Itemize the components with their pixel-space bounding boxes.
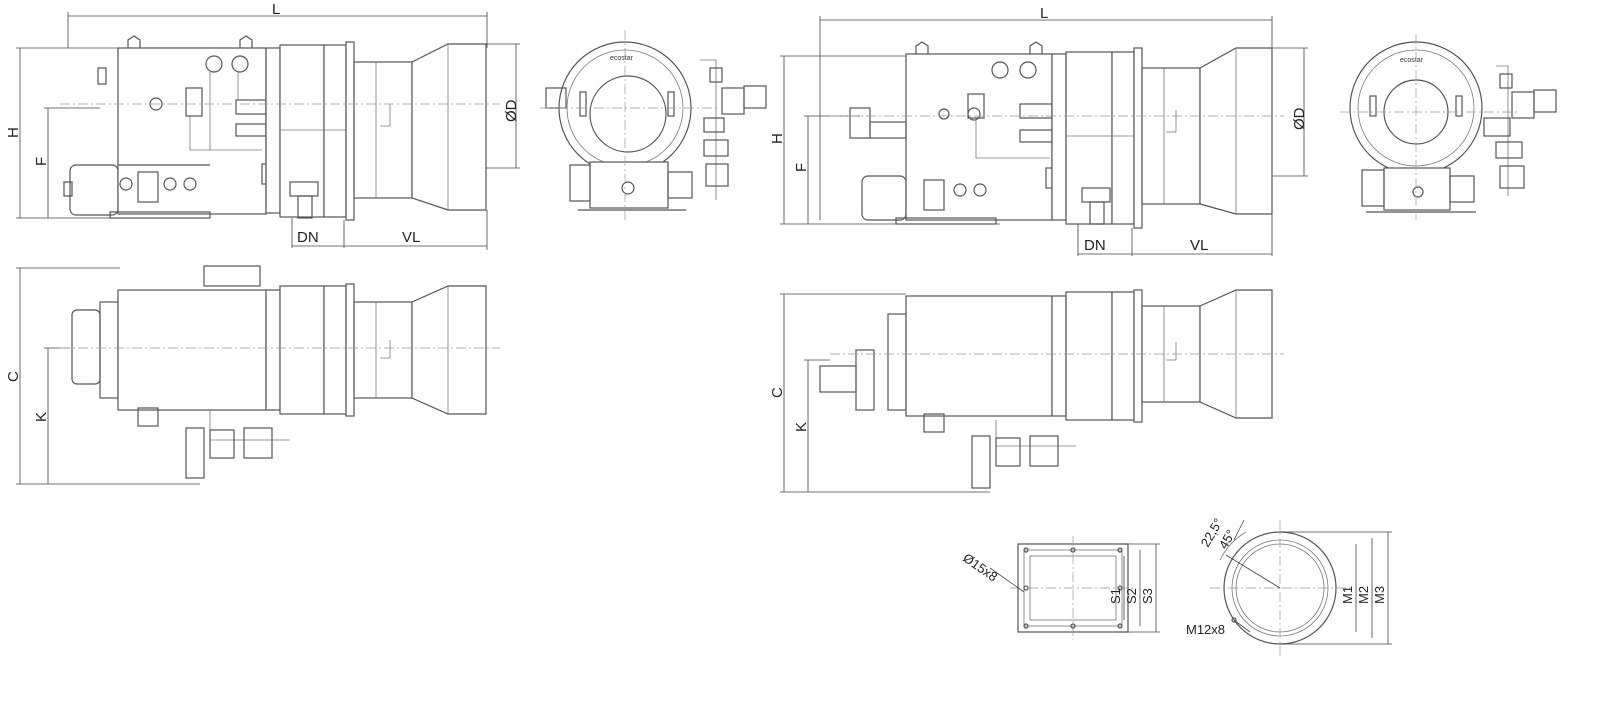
S2-label: S2: [1124, 588, 1139, 604]
side-view-left: L H F: [5, 1, 520, 250]
S1-label: S1: [1108, 588, 1123, 604]
dim-VL-label: VL: [402, 229, 420, 246]
S3-label: S3: [1140, 588, 1155, 604]
dim-VL-label-right: VL: [1190, 237, 1208, 254]
dim-L-label-right: L: [1040, 5, 1048, 22]
top-view-right: C K: [769, 289, 1284, 493]
dim-C-label: C: [5, 371, 22, 382]
top-view-left: C K: [5, 265, 500, 485]
dim-K-label-right: K: [793, 422, 810, 432]
brand-logo-right: ecostar: [1400, 57, 1424, 64]
M2-label: M2: [1356, 586, 1371, 604]
dim-L-label: L: [272, 1, 280, 18]
dim-D-label: ØD: [503, 99, 520, 122]
dim-C-label-right: C: [769, 387, 786, 398]
dim-K-label: K: [33, 412, 50, 422]
dim-H-label-right: H: [769, 133, 786, 144]
dim-H-label: H: [5, 127, 22, 138]
front-view-left: ecostar: [540, 30, 767, 220]
M1-label: M1: [1340, 586, 1355, 604]
front-view-right: ecostar: [1340, 34, 1557, 220]
side-view-right: L H F: [769, 5, 1308, 256]
dim-DN-label-right: DN: [1084, 237, 1106, 254]
dim-D-label-right: ØD: [1291, 107, 1308, 130]
brand-logo-left: ecostar: [610, 55, 634, 62]
dim-F-label: F: [33, 157, 50, 166]
dim-DN-label: DN: [297, 229, 319, 246]
flange-detail-square: Ø15x8 S1 S2 S3: [960, 536, 1160, 640]
M3-label: M3: [1372, 586, 1387, 604]
thread-label: M12x8: [1186, 622, 1225, 637]
hole-label: Ø15x8: [960, 550, 1000, 584]
dim-F-label-right: F: [793, 163, 810, 172]
flange-detail-round: 22,5° 45° M12x8 M1 M2 M3: [1186, 516, 1392, 656]
